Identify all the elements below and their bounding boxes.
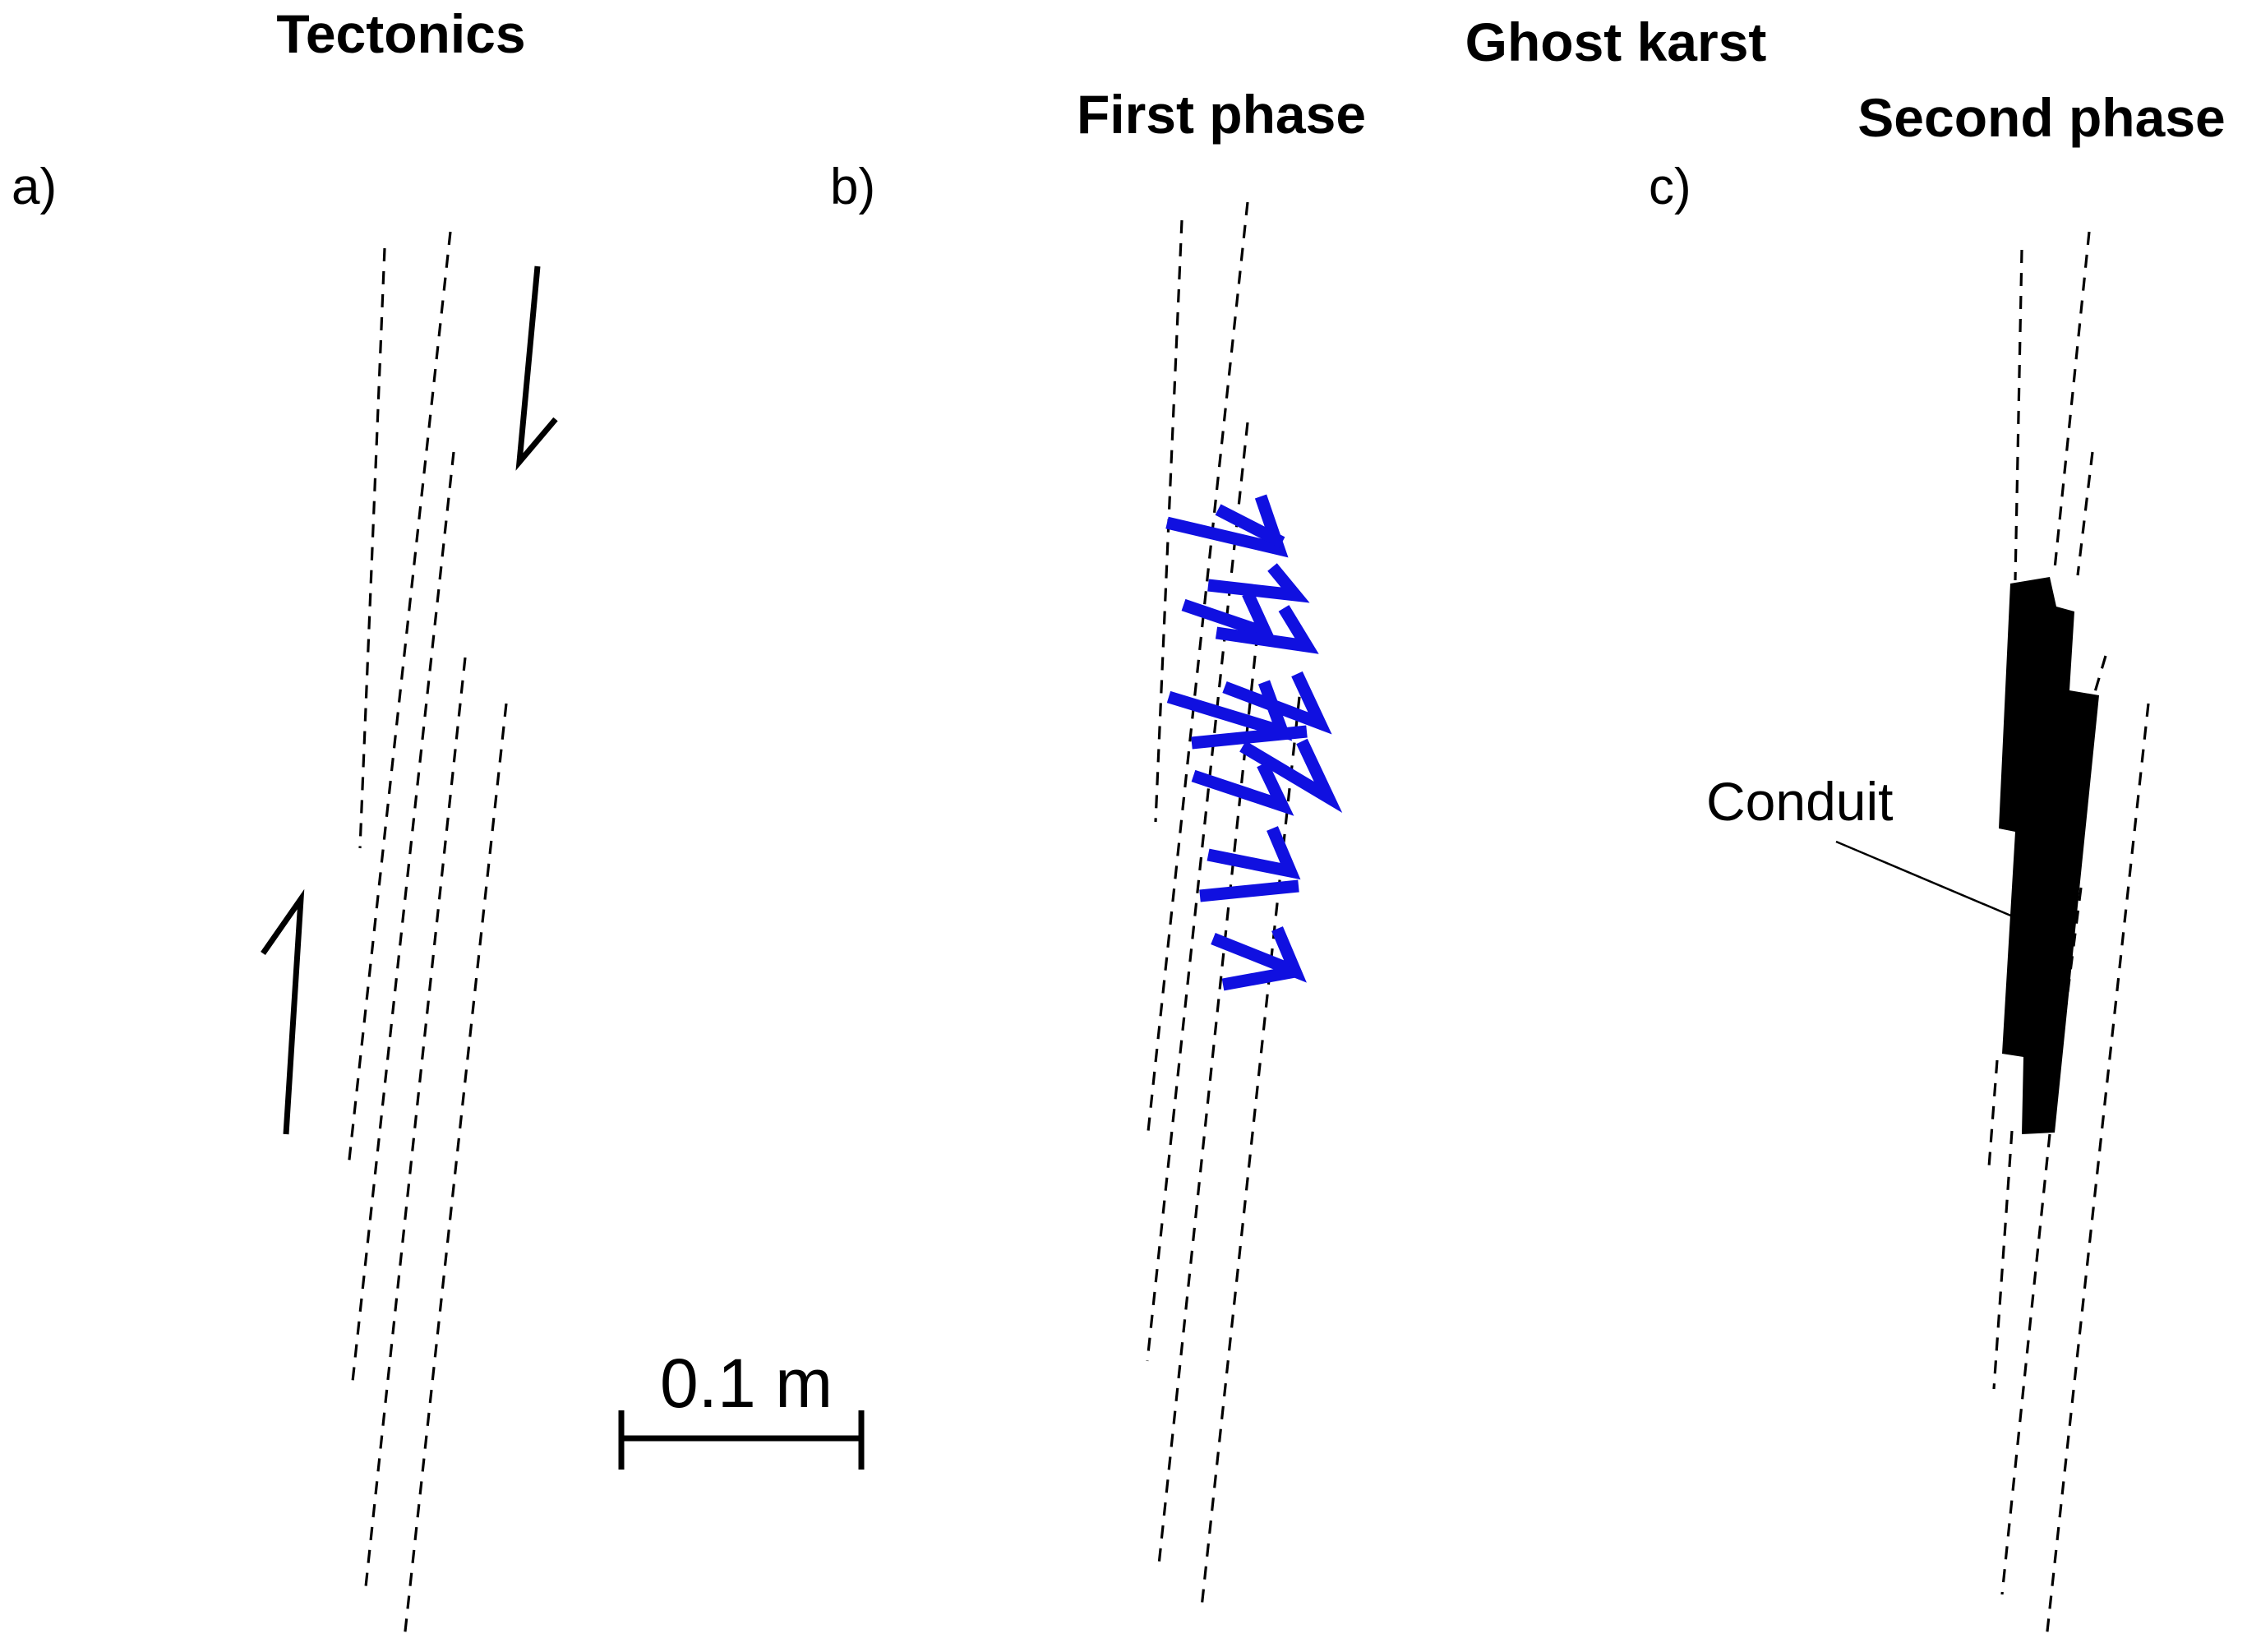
conduit-leader-line [1835,840,2019,921]
conduit-label: Conduit [1706,771,1894,832]
flow-arrow [1165,494,1289,558]
fracture-line [2053,231,2091,570]
flow-arrow [1221,965,1297,991]
panel-label-c: c) [1649,159,1691,215]
fracture-line [2076,451,2094,576]
fracture-line [1200,673,1303,1608]
fracture-line [2091,655,2107,701]
panel-a-fractures [347,231,508,1640]
flow-arrow [1191,725,1308,750]
panel-label-a: a) [12,159,57,215]
fracture-line [2000,1133,2051,1595]
header-first-phase: First phase [1077,84,1366,145]
fracture-line [403,703,508,1640]
fracture-line [350,451,455,1390]
header-tectonics: Tectonics [276,3,525,64]
fracture-line [1146,201,1249,1140]
header-second-phase: Second phase [1857,87,2225,148]
shear-sense-arrow-up [261,888,305,1135]
fracture-line [1987,1059,1999,1168]
shear-sense-arrow-down [515,265,558,471]
flow-arrow [1215,504,1285,548]
scale-bar: 0.1 m [618,1345,865,1470]
header-ghost-karst: Ghost karst [1465,12,1767,72]
fracture-line [2014,249,2023,581]
fracture-line [347,231,452,1168]
flow-arrow [1222,671,1332,735]
fracture-line [1146,422,1249,1362]
panel-label-b: b) [830,159,875,215]
fracture-line [358,247,386,849]
fracture-line [1157,632,1259,1566]
fracture-line [363,657,467,1595]
flow-arrow [1207,563,1310,603]
fracture-line [2045,703,2150,1640]
flow-arrow [1191,761,1294,816]
panel-b-fractures [1146,201,1303,1608]
flow-arrow [1181,590,1278,644]
flow-arrows [1165,494,1343,991]
flow-arrow [1207,826,1301,880]
conduit-shape [1999,577,2099,1134]
scale-bar-label: 0.1 m [660,1345,833,1422]
flow-arrow [1215,605,1319,654]
flow-arrow [1239,738,1343,814]
flow-arrow [1199,879,1299,902]
fracture-line [1992,1130,2014,1390]
